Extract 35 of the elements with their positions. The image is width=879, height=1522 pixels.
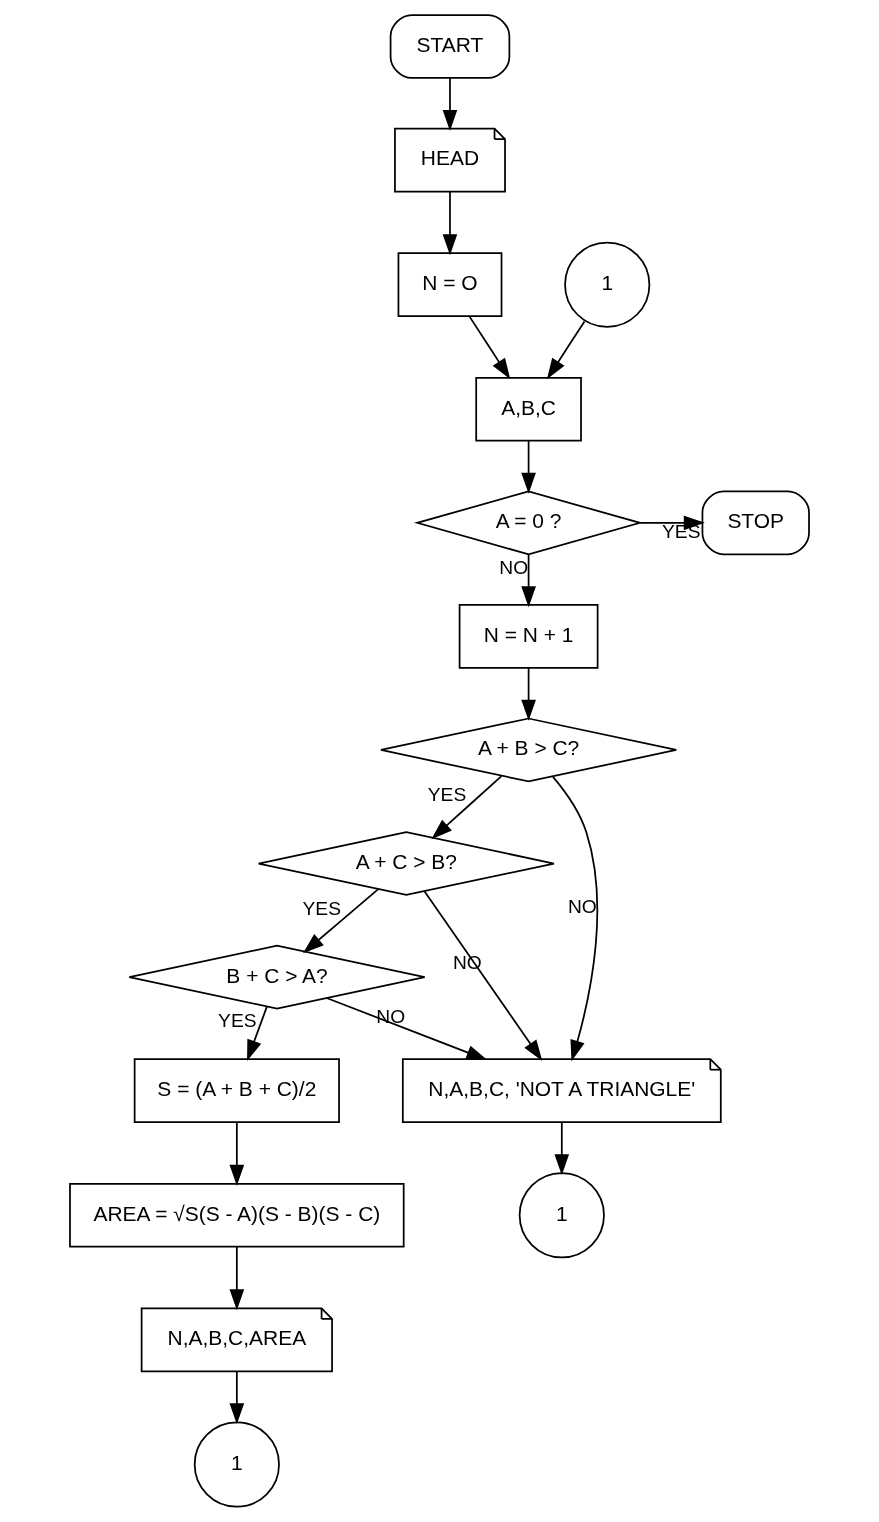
arrow [554,1121,570,1176]
node-box: AREA = √S(S - A)(S - B)(S - C) [69,1182,405,1248]
node-diamond: A + C > B? [257,831,555,896]
node-circle: 1 [193,1421,280,1508]
node-box: START [389,14,511,79]
arrow [431,775,503,840]
node-box: S = (A + B + C)/2 [133,1058,340,1123]
edge-label: NO [567,895,597,917]
arrow [521,553,536,608]
arrow [247,1005,268,1061]
node-box: STOP [701,490,810,556]
node-diamond: B + C > A? [128,944,426,1010]
node-box: N = O [397,252,503,317]
node-circle: 1 [518,1172,605,1259]
node-circle: 1 [564,241,651,328]
arrow [325,997,488,1061]
arrow [468,315,511,380]
arrow [229,1370,245,1425]
arrow [229,1121,245,1186]
arrow [521,667,536,721]
arrow [552,776,599,1062]
edge-label: YES [218,1009,257,1031]
edge-label: NO [499,557,529,579]
arrow [423,890,543,1061]
arrow [303,888,380,954]
arrow [442,77,458,131]
edge-label: YES [302,897,342,919]
node-diamond: A + B > C? [380,717,678,783]
arrow [229,1246,245,1311]
arrow [521,440,536,494]
arrow [442,190,458,256]
arrow [546,320,586,380]
edge-label: YES [427,784,467,806]
node-box: N = N + 1 [458,604,599,669]
node-box: A,B,C [475,376,582,442]
